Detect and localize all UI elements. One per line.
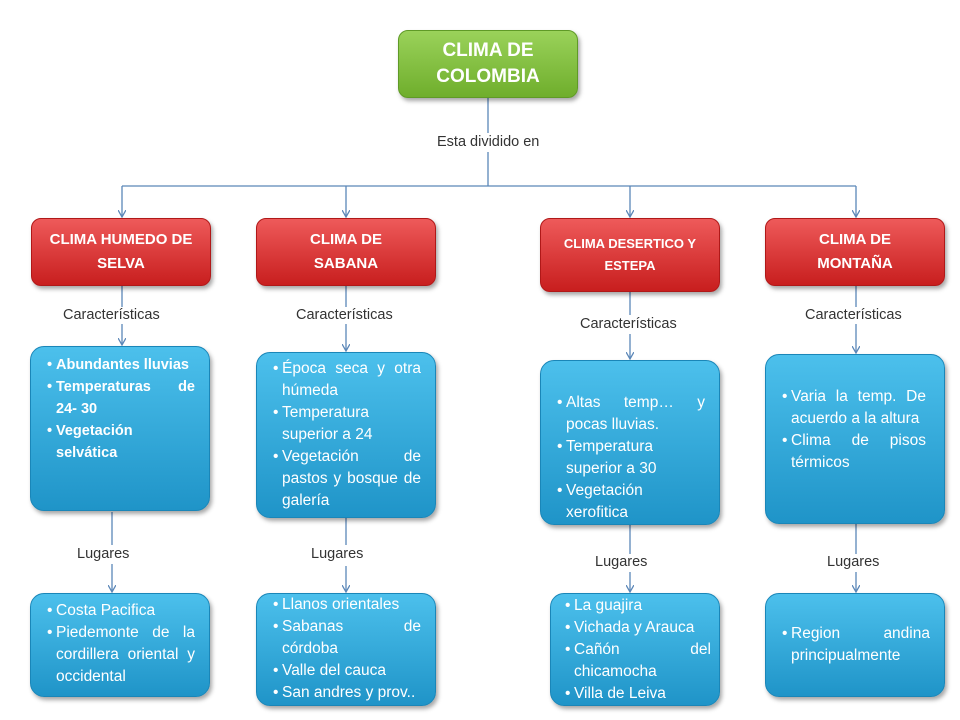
label-lugares: Lugares bbox=[77, 546, 130, 562]
root-node: CLIMA DE COLOMBIA bbox=[398, 30, 578, 98]
lugares-list: Llanos orientales Sabanas de córdoba Val… bbox=[273, 594, 421, 704]
list-item: Abundantes lluvias bbox=[47, 354, 195, 376]
caracteristicas-list: Varia la temp. De acuerdo a la altura Cl… bbox=[782, 386, 926, 474]
caracteristicas-box-selva: Abundantes lluvias Temperaturas de 24- 3… bbox=[30, 346, 210, 511]
caracteristicas-box-montana: Varia la temp. De acuerdo a la altura Cl… bbox=[765, 354, 945, 524]
lugares-box-selva: Costa Pacifica Piedemonte de la cordille… bbox=[30, 593, 210, 697]
list-item: Varia la temp. De acuerdo a la altura bbox=[782, 386, 926, 430]
list-item: La guajira bbox=[565, 595, 711, 617]
climate-node-selva: CLIMA HUMEDO DE SELVA bbox=[31, 218, 211, 286]
caracteristicas-list: Abundantes lluvias Temperaturas de 24- 3… bbox=[47, 354, 195, 464]
edge-label-dividido: Esta dividido en bbox=[437, 134, 540, 150]
list-item: Piedemonte de la cordillera oriental y o… bbox=[47, 622, 195, 688]
label-caracteristicas: Características bbox=[296, 307, 393, 323]
lugares-list: Region andina principualmente bbox=[782, 623, 930, 667]
caracteristicas-list: Altas temp… y pocas lluvias. Temperatura… bbox=[557, 392, 705, 524]
list-item: Altas temp… y pocas lluvias. bbox=[557, 392, 705, 436]
climate-title: CLIMA DESERTICO Y ESTEPA bbox=[563, 236, 697, 273]
climate-title: CLIMA DE SABANA bbox=[310, 231, 382, 272]
label-lugares: Lugares bbox=[311, 546, 364, 562]
label-lugares: Lugares bbox=[595, 554, 648, 570]
label-caracteristicas: Características bbox=[805, 307, 902, 323]
list-item: Sabanas de córdoba bbox=[273, 616, 421, 660]
climate-node-montana: CLIMA DE MONTAÑA bbox=[765, 218, 945, 286]
list-item: Temperaturas de 24- 30 bbox=[47, 376, 195, 420]
list-item: San andres y prov.. bbox=[273, 682, 421, 704]
list-item: Vegetación xerofitica bbox=[557, 480, 705, 524]
label-lugares: Lugares bbox=[827, 554, 880, 570]
list-item: Vegetación selvática bbox=[47, 420, 195, 464]
lugares-box-sabana: Llanos orientales Sabanas de córdoba Val… bbox=[256, 593, 436, 706]
list-item: Vegetación de pastos y bosque de galería bbox=[273, 446, 421, 512]
lugares-list: La guajira Vichada y Arauca Cañón del ch… bbox=[565, 595, 711, 705]
climate-title: CLIMA DE MONTAÑA bbox=[817, 231, 893, 272]
list-item: Region andina principualmente bbox=[782, 623, 930, 667]
label-caracteristicas: Características bbox=[63, 307, 160, 323]
caracteristicas-box-desertico: Altas temp… y pocas lluvias. Temperatura… bbox=[540, 360, 720, 525]
list-item: Costa Pacifica bbox=[47, 600, 195, 622]
root-title: CLIMA DE COLOMBIA bbox=[436, 40, 540, 87]
climate-node-desertico: CLIMA DESERTICO Y ESTEPA bbox=[540, 218, 720, 292]
lugares-list: Costa Pacifica Piedemonte de la cordille… bbox=[47, 600, 195, 688]
list-item: Villa de Leiva bbox=[565, 683, 711, 705]
list-item: Cañón del chicamocha bbox=[565, 639, 711, 683]
list-item: Llanos orientales bbox=[273, 594, 421, 616]
list-item: Vichada y Arauca bbox=[565, 617, 711, 639]
list-item: Época seca y otra húmeda bbox=[273, 358, 421, 402]
label-caracteristicas: Características bbox=[580, 316, 677, 332]
list-item: Temperatura superior a 30 bbox=[557, 436, 705, 480]
climate-title: CLIMA HUMEDO DE SELVA bbox=[49, 231, 193, 272]
list-item: Valle del cauca bbox=[273, 660, 421, 682]
caracteristicas-box-sabana: Época seca y otra húmeda Temperatura sup… bbox=[256, 352, 436, 518]
climate-node-sabana: CLIMA DE SABANA bbox=[256, 218, 436, 286]
list-item: Clima de pisos térmicos bbox=[782, 430, 926, 474]
lugares-box-desertico: La guajira Vichada y Arauca Cañón del ch… bbox=[550, 593, 720, 706]
caracteristicas-list: Época seca y otra húmeda Temperatura sup… bbox=[273, 358, 421, 512]
list-item: Temperatura superior a 24 bbox=[273, 402, 421, 446]
lugares-box-montana: Region andina principualmente bbox=[765, 593, 945, 697]
